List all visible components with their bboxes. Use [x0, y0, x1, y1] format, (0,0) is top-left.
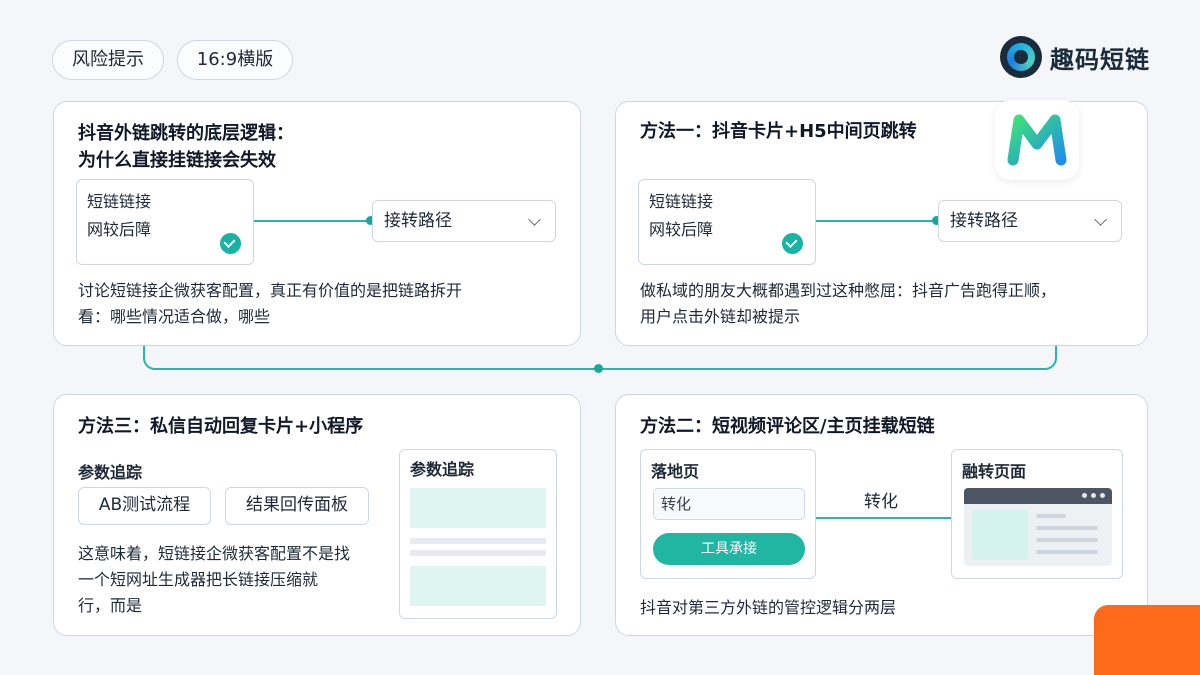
tool-button[interactable]: 工具承接 — [653, 533, 805, 565]
card-description: 讨论短链接企微获客配置，真正有价值的是把链路拆开 看：哪些情况适合做，哪些 — [78, 278, 462, 330]
card-title-line-1: 抖音外链跳转的底层逻辑： — [78, 123, 294, 144]
browser-bar — [964, 488, 1112, 504]
tag-landscape[interactable]: 16:9横版 — [177, 40, 293, 80]
desc-line-3: 行，而是 — [78, 596, 143, 615]
path-select[interactable]: 接转路径 — [938, 200, 1122, 242]
card-title: 方法三：私信自动回复卡片+小程序 — [78, 416, 364, 437]
connector-line — [816, 517, 951, 519]
card-title: 抖音外链跳转的底层逻辑： 为什么直接挂链接会失效 — [78, 120, 560, 174]
desc-line-2: 一个短网址生成器把长链接压缩就 — [78, 570, 319, 589]
ab-test-button[interactable]: AB测试流程 — [78, 487, 211, 525]
panel-bar — [410, 538, 546, 544]
connector-line — [254, 220, 372, 222]
desc-line-1: 这意味着，短链接企微获客配置不是找 — [78, 544, 351, 563]
card-method-two: 方法二：短视频评论区/主页挂载短链 落地页 转化 工具承接 转化 融转页面 抖音… — [615, 394, 1148, 636]
param-tracking-label: 参数追踪 — [78, 463, 143, 482]
short-link-box[interactable]: 短链链接 网较后障 — [76, 179, 254, 265]
browser-text-line — [1036, 526, 1098, 530]
orange-corner-accent — [1094, 605, 1200, 675]
short-link-line-1: 短链链接 — [649, 192, 714, 211]
panel-block — [410, 488, 546, 528]
browser-text-line — [1036, 514, 1066, 518]
chevron-down-icon — [528, 213, 541, 226]
desc-line-1: 讨论短链接企微获客配置，真正有价值的是把链路拆开 — [78, 281, 463, 300]
connector-line — [816, 220, 938, 222]
panel-bar — [410, 550, 546, 556]
card-underlying-logic: 抖音外链跳转的底层逻辑： 为什么直接挂链接会失效 短链链接 网较后障 接转路径 … — [53, 101, 581, 346]
short-link-box[interactable]: 短链链接 网较后障 — [638, 179, 816, 265]
browser-mockup — [964, 488, 1112, 566]
connector-dot — [932, 216, 941, 225]
m-app-icon — [995, 100, 1079, 180]
redirect-title: 融转页面 — [962, 462, 1027, 481]
desc-line-2: 看：哪些情况适合做，哪些 — [78, 307, 271, 326]
card-description: 这意味着，短链接企微获客配置不是找 一个短网址生成器把长链接压缩就 行，而是 — [78, 541, 350, 619]
short-link-line-1: 短链链接 — [87, 192, 152, 211]
brand-logo-icon — [1000, 36, 1042, 78]
desc-line-2: 用户点击外链却被提示 — [640, 307, 801, 326]
param-tracking-panel: 参数追踪 — [399, 449, 557, 619]
desc-line-1: 做私域的朋友大概都遇到过这种憋屈：抖音广告跑得正顺， — [640, 281, 1057, 300]
panel-title: 参数追踪 — [410, 460, 475, 479]
tag-risk-tip[interactable]: 风险提示 — [52, 40, 164, 80]
panel-block — [410, 566, 546, 606]
path-select-value: 接转路径 — [950, 211, 1018, 231]
window-dot-icon — [1082, 493, 1087, 498]
window-dot-icon — [1091, 493, 1096, 498]
landing-page-panel: 落地页 转化 工具承接 — [640, 449, 816, 579]
redirect-page-panel: 融转页面 — [951, 449, 1123, 579]
card-method-three: 方法三：私信自动回复卡片+小程序 参数追踪 AB测试流程 结果回传面板 这意味着… — [53, 394, 581, 636]
short-link-line-2: 网较后障 — [87, 220, 152, 239]
check-icon — [782, 233, 803, 254]
connector-dot — [366, 216, 375, 225]
result-panel-button[interactable]: 结果回传面板 — [225, 487, 369, 525]
card-description: 抖音对第三方外链的管控逻辑分两层 — [640, 598, 897, 617]
short-link-line-2: 网较后障 — [649, 220, 714, 239]
connector-center-dot — [594, 364, 603, 373]
check-icon — [220, 233, 241, 254]
path-select-value: 接转路径 — [384, 211, 452, 231]
card-description: 做私域的朋友大概都遇到过这种憋屈：抖音广告跑得正顺， 用户点击外链却被提示 — [640, 278, 1056, 330]
window-dot-icon — [1100, 493, 1105, 498]
browser-text-line — [1036, 550, 1098, 554]
card-title-line-2: 为什么直接挂链接会失效 — [78, 150, 276, 171]
browser-panel — [972, 510, 1028, 560]
conversion-input[interactable]: 转化 — [653, 488, 805, 520]
browser-text-line — [1036, 538, 1098, 542]
path-select[interactable]: 接转路径 — [372, 200, 556, 242]
card-title: 方法一：抖音卡片+H5中间页跳转 — [640, 121, 917, 142]
landing-title: 落地页 — [651, 462, 700, 481]
brand: 趣码短链 — [1000, 36, 1150, 78]
card-title: 方法二：短视频评论区/主页挂载短链 — [640, 416, 935, 437]
conversion-label: 转化 — [864, 492, 898, 512]
brand-name: 趣码短链 — [1050, 45, 1150, 74]
chevron-down-icon — [1094, 213, 1107, 226]
